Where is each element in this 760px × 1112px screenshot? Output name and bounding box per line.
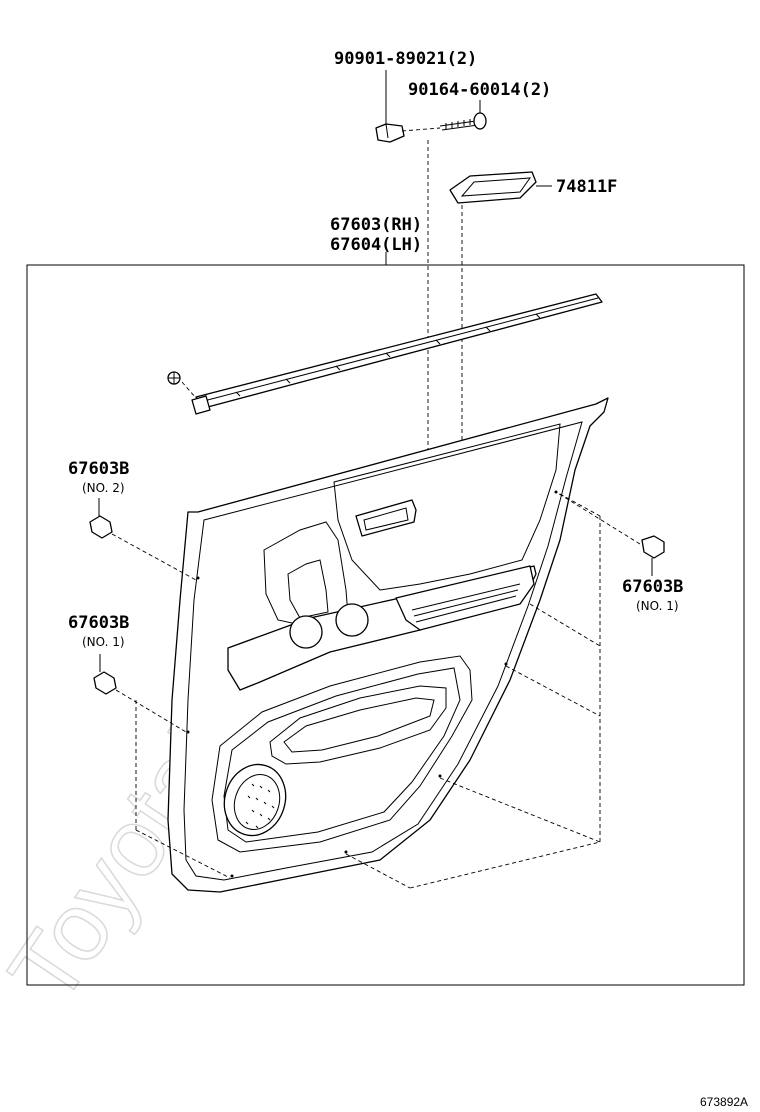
label-clip-right-no1-sub: (NO. 1): [636, 599, 679, 613]
label-clip-left-no2: 67603B: [68, 459, 129, 479]
figure-id: 673892A: [700, 1095, 748, 1109]
door-trim-panel: [167, 397, 609, 893]
label-bolt-clip: 90901-89021(2): [334, 49, 477, 69]
label-screw: 90164-60014(2): [408, 80, 551, 100]
label-handle-bezel: 74811F: [556, 177, 617, 197]
belt-moulding-part: [191, 293, 603, 415]
clip-left-no2-part: [89, 498, 113, 539]
label-clip-right-no1: 67603B: [622, 577, 683, 597]
handle-bezel-part: [449, 171, 552, 204]
screw-part: [439, 100, 487, 131]
bolt-clip-part: [375, 70, 405, 143]
label-clip-left-no2-sub: (NO. 2): [82, 481, 125, 495]
label-clip-left-no1-sub: (NO. 1): [82, 635, 125, 649]
clip-right-no1-part: [641, 535, 665, 576]
moulding-clip-part: [167, 371, 181, 385]
label-panel-rh: 67603(RH): [330, 215, 422, 235]
clip-left-no1-part: [93, 654, 117, 695]
label-panel-lh: 67604(LH): [330, 235, 422, 255]
label-clip-left-no1: 67603B: [68, 613, 129, 633]
